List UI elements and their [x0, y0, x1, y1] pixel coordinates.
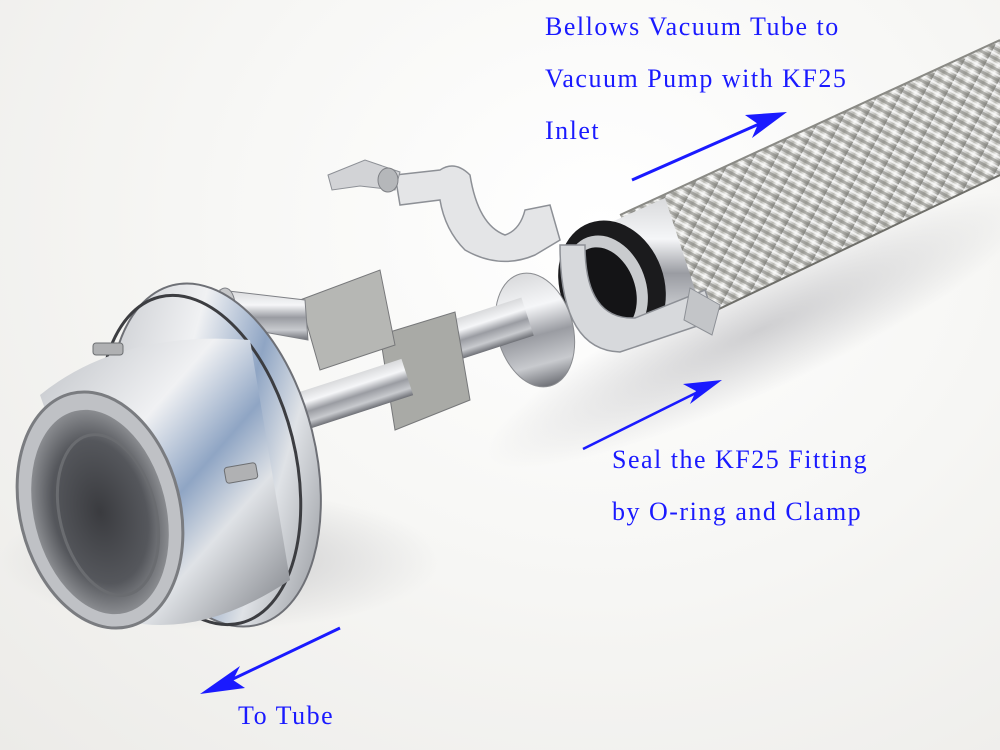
arrow-tube	[200, 626, 341, 694]
bellows-annotation: Bellows Vacuum Tube to Vacuum Pump with …	[545, 1, 847, 157]
arrow-bellows	[631, 112, 787, 182]
annotation-line: Bellows Vacuum Tube to	[545, 12, 840, 41]
arrow-seal	[582, 380, 722, 451]
annotation-line: Seal the KF25 Fitting	[612, 445, 869, 474]
tube-annotation: To Tube	[238, 690, 334, 742]
kf25-clamp	[327, 159, 721, 353]
annotation-line: Inlet	[545, 116, 601, 145]
annotation-line: To Tube	[238, 701, 335, 730]
annotation-line: by O-ring and Clamp	[612, 497, 863, 526]
tube-flange-adapter	[15, 282, 322, 630]
seal-annotation: Seal the KF25 Fitting by O-ring and Clam…	[612, 434, 868, 538]
annotation-line: Vacuum Pump with KF25	[545, 64, 848, 93]
